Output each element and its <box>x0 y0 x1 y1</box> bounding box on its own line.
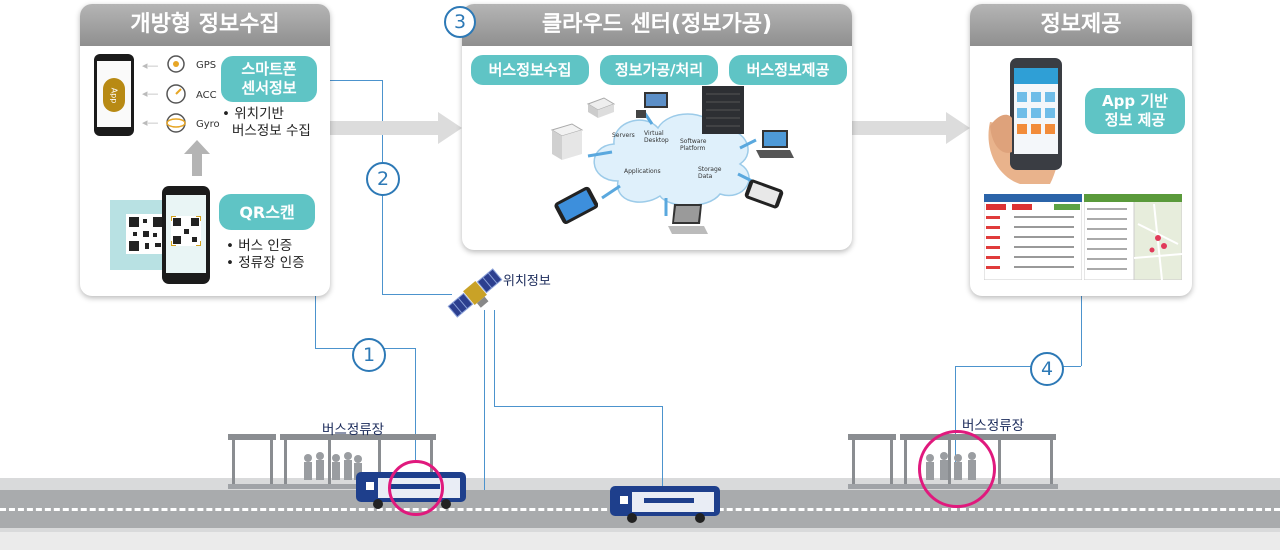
panel-title: 정보제공 <box>970 4 1192 46</box>
cloud-label-servers: Servers <box>612 132 635 139</box>
connector-line <box>1081 296 1082 366</box>
satellite-icon <box>447 268 503 318</box>
arrow-right-icon <box>850 112 970 144</box>
panel-title: 클라우드 센터(정보가공) <box>462 4 852 46</box>
connector-line <box>955 366 1081 367</box>
info-process-pill: 정보가공/처리 <box>600 55 718 85</box>
bus-info-collect-pill: 버스정보수집 <box>471 55 589 85</box>
bus-icon <box>610 486 720 523</box>
cloud-label-virtual-desktop: Virtual Desktop <box>644 130 669 144</box>
sensor-label-gyro: Gyro <box>196 119 220 130</box>
panel-title: 개방형 정보수집 <box>80 4 330 46</box>
laptop-icon <box>756 130 794 158</box>
connector-line <box>484 310 485 490</box>
connector-line <box>662 406 663 490</box>
app-screenshot <box>984 194 1082 280</box>
connector-line <box>494 310 495 406</box>
qr-code-icon <box>171 216 201 246</box>
desktop-icon <box>636 92 668 118</box>
highlight-circle <box>918 430 996 508</box>
step-number-2: 2 <box>366 162 400 196</box>
connector-line <box>955 366 956 462</box>
qr-auth-text: • 버스 인증 • 정류장 인증 <box>226 238 305 271</box>
arrow-up-icon <box>184 140 210 176</box>
app-based-info-pill: App 기반 정보 제공 <box>1085 88 1185 134</box>
highlight-circle <box>388 460 444 516</box>
accelerometer-icon: ◂— <box>142 84 186 104</box>
app-icon: App <box>103 78 125 112</box>
svg-text:◂—: ◂— <box>142 59 159 72</box>
gyro-icon: ◂— <box>142 113 186 133</box>
laptop-icon <box>668 204 708 234</box>
gps-icon: ◂— <box>142 55 185 73</box>
cloud-label-applications: Applications <box>624 168 661 175</box>
app-label: App <box>109 87 119 103</box>
svg-text:◂—: ◂— <box>142 87 159 100</box>
server-icon <box>702 86 744 134</box>
smartphone-sensor-pill: 스마트폰 센서정보 <box>221 56 317 102</box>
bus-stop-label: 버스정류장 <box>322 422 385 438</box>
sidewalk <box>0 532 1280 550</box>
cloud-label-storage-data: Storage Data <box>698 166 722 180</box>
bus-stop-icon <box>228 434 438 489</box>
step-number-1: 1 <box>352 338 386 372</box>
storage-icon <box>550 123 584 160</box>
tablet-icon <box>554 186 598 224</box>
connector-line <box>415 348 416 460</box>
arrow-right-icon <box>328 112 462 144</box>
sensor-label-acc: ACC <box>196 90 217 101</box>
satellite-label: 위치정보 <box>503 274 551 289</box>
app-screenshot <box>1084 194 1134 280</box>
bus-info-provide-pill: 버스정보제공 <box>729 55 847 85</box>
smartphone-icon <box>744 179 784 209</box>
map-screenshot <box>1134 194 1182 280</box>
location-collection-text: • 위치기반 버스정보 수집 <box>222 106 311 139</box>
connector-line <box>494 406 662 407</box>
cloud-label-software-platform: Software Platform <box>680 138 707 152</box>
svg-text:◂—: ◂— <box>142 116 159 129</box>
step-number-4: 4 <box>1030 352 1064 386</box>
cloud-icon <box>587 111 757 216</box>
connector-line <box>320 80 382 81</box>
step-number-3: 3 <box>444 6 476 38</box>
server-box-icon <box>586 97 616 118</box>
connector-line <box>382 294 452 295</box>
hand-smartphone-icon <box>988 58 1062 184</box>
smartphone-icon <box>162 186 210 284</box>
qr-scan-pill: QR스캔 <box>219 194 315 230</box>
sensor-label-gps: GPS <box>196 60 217 71</box>
qr-code-icon <box>126 214 166 254</box>
bus-stop-label: 버스정류장 <box>962 418 1025 434</box>
smartphone-icon: App <box>94 54 134 136</box>
